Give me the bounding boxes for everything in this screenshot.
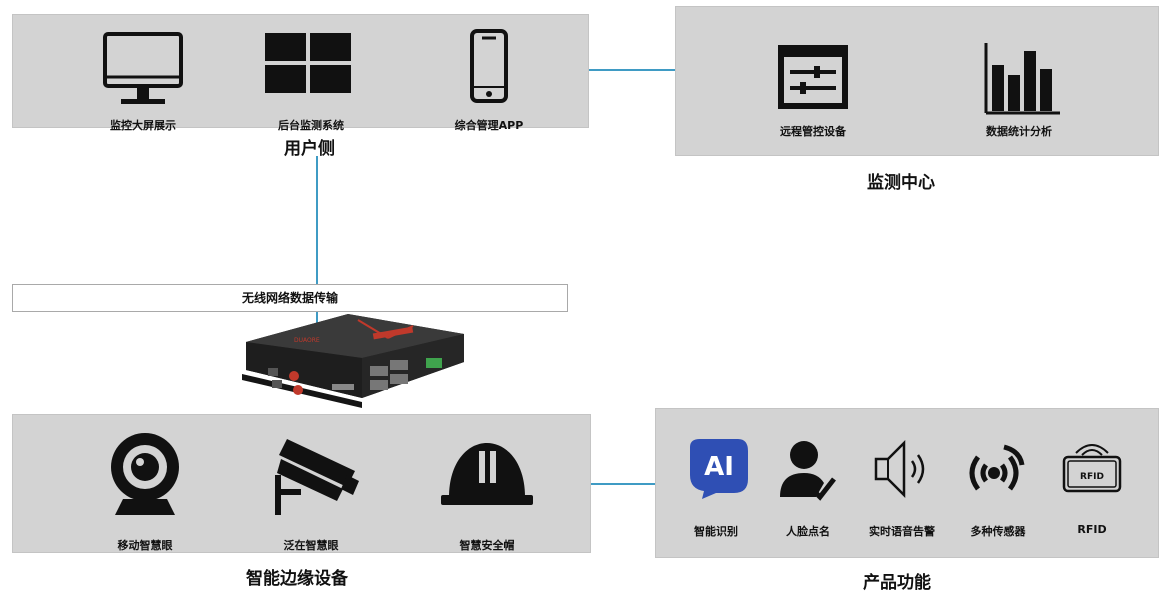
hard-hat-icon xyxy=(441,443,533,505)
user-item-label: 综合管理APP xyxy=(454,119,524,132)
monitor-center-panel: 远程管控设备 数据统计分析 xyxy=(675,6,1159,156)
function-item-label: 多种传感器 xyxy=(970,525,1026,538)
sensor-signal-icon xyxy=(969,444,1025,491)
edge-item-label: 泛在智慧眼 xyxy=(283,539,339,552)
edge-gateway-device-image: DUAORE xyxy=(242,314,464,408)
function-item-ai-recognition[interactable]: AI 智能识别 xyxy=(676,435,756,545)
function-item-label: 人脸点名 xyxy=(786,525,830,538)
monitor-center-title: 监测中心 xyxy=(867,173,935,193)
connector-edge-to-functions xyxy=(590,483,656,485)
user-side-panel: 监控大屏展示 后台监测系统 综合管理APP xyxy=(12,14,589,132)
center-item-label: 远程管控设备 xyxy=(780,125,846,138)
control-panel-icon xyxy=(778,45,848,109)
user-item-label: 后台监测系统 xyxy=(278,119,344,132)
edge-devices-title: 智能边缘设备 xyxy=(246,569,348,589)
center-item-data-analysis[interactable]: 数据统计分析 xyxy=(954,39,1084,139)
function-item-label: RFID xyxy=(1077,523,1107,536)
monitor-icon xyxy=(103,32,183,104)
function-item-label: 实时语音告警 xyxy=(869,525,935,538)
rfid-icon: RFID xyxy=(1062,444,1122,493)
edge-item-mobile-eye[interactable]: 移动智慧眼 xyxy=(85,429,205,552)
user-item-mobile-app[interactable]: 综合管理APP xyxy=(429,29,549,132)
speaker-icon xyxy=(874,439,925,499)
function-item-face-rollcall[interactable]: 人脸点名 xyxy=(768,435,848,545)
connector-user-to-center xyxy=(588,69,676,71)
face-check-icon xyxy=(780,441,836,501)
function-item-sensors[interactable]: 多种传感器 xyxy=(958,435,1038,545)
ai-badge-text: AI xyxy=(704,452,734,482)
cctv-camera-icon xyxy=(275,439,359,515)
edge-item-smart-helmet[interactable]: 智慧安全帽 xyxy=(427,429,547,552)
function-item-label: 智能识别 xyxy=(694,525,738,538)
edge-devices-panel: 移动智慧眼 泛在智慧眼 智慧安全帽 xyxy=(12,414,591,553)
edge-item-ubiquitous-eye[interactable]: 泛在智慧眼 xyxy=(251,429,371,552)
user-item-big-screen[interactable]: 监控大屏展示 xyxy=(83,29,203,132)
rfid-badge-text: RFID xyxy=(1080,472,1104,482)
svg-text:DUAORE: DUAORE xyxy=(294,337,320,344)
edge-item-label: 智慧安全帽 xyxy=(459,539,515,552)
user-item-label: 监控大屏展示 xyxy=(110,119,176,132)
bar-chart-icon xyxy=(984,43,1060,115)
function-item-rfid[interactable]: RFID RFID xyxy=(1052,435,1132,545)
smartphone-icon xyxy=(470,29,508,103)
product-functions-title: 产品功能 xyxy=(863,573,931,593)
user-item-backend-system[interactable]: 后台监测系统 xyxy=(251,29,371,132)
wireless-transport-label: 无线网络数据传输 xyxy=(12,284,568,312)
center-item-label: 数据统计分析 xyxy=(986,125,1052,138)
user-side-title: 用户侧 xyxy=(284,139,335,159)
connector-transport-to-device xyxy=(316,312,318,326)
grid-windows-icon xyxy=(265,33,351,93)
ai-badge-icon: AI xyxy=(690,439,748,499)
center-item-remote-control[interactable]: 远程管控设备 xyxy=(748,39,878,139)
webcam-icon xyxy=(111,433,179,515)
edge-item-label: 移动智慧眼 xyxy=(117,539,173,552)
function-item-voice-alarm[interactable]: 实时语音告警 xyxy=(862,435,942,545)
product-functions-panel: AI 智能识别 人脸点名 实时语音告警 多种传感器 xyxy=(655,408,1159,558)
connector-user-to-transport xyxy=(316,156,318,284)
